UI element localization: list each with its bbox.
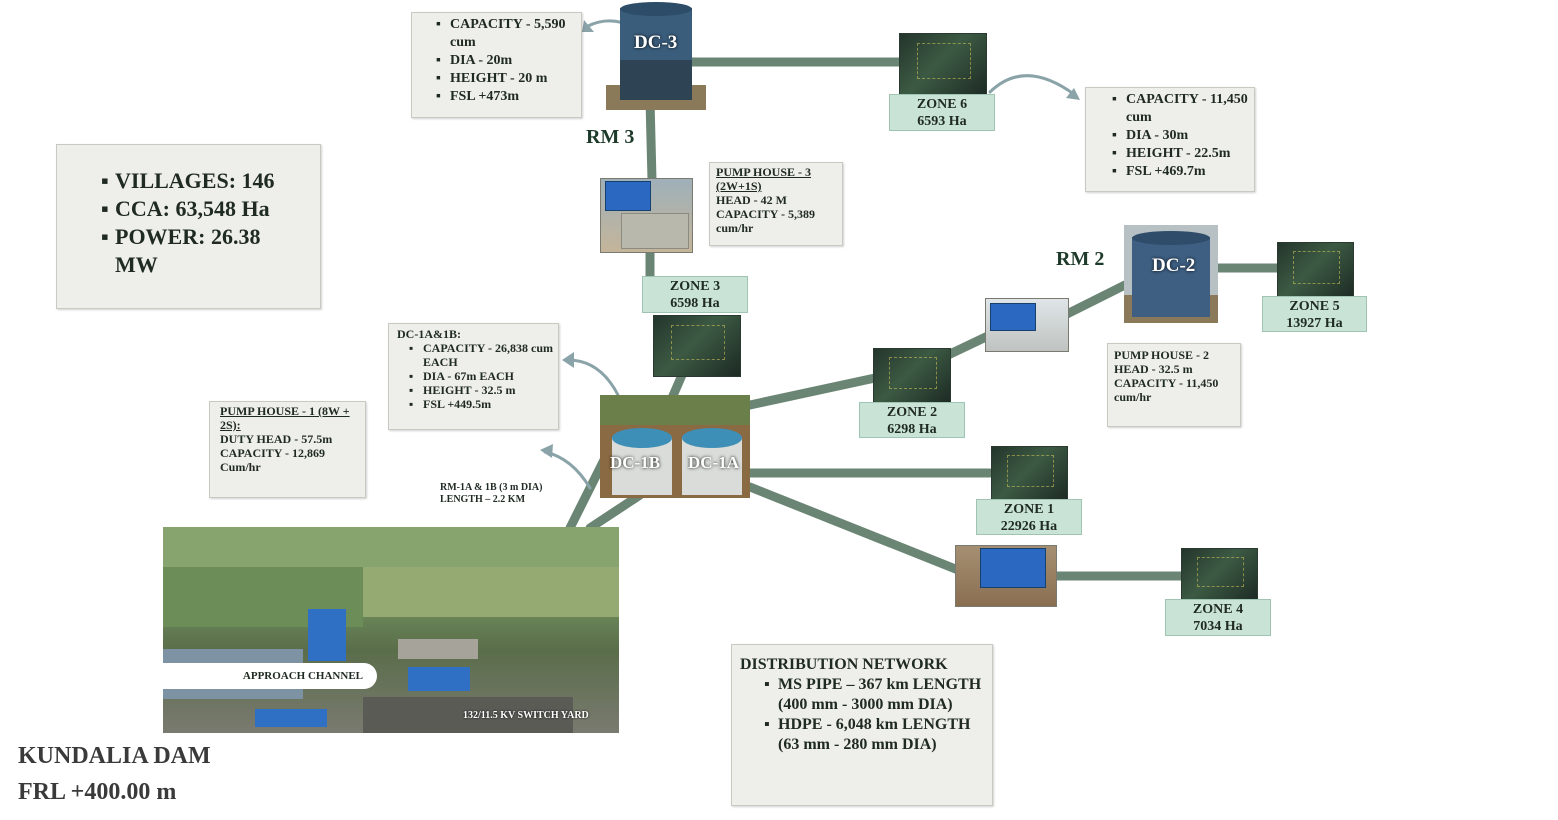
pump-house-2-box: PUMP HOUSE - 2 HEAD - 32.5 m CAPACITY - … — [1107, 343, 1241, 427]
dc1-spec: FSL +449.5m — [409, 397, 554, 411]
zone2-map — [873, 348, 951, 404]
zone4-map — [1181, 548, 1258, 602]
pump-house-1-box: PUMP HOUSE - 1 (8W + 2S): DUTY HEAD - 57… — [209, 401, 366, 498]
rm1-label: RM-1A & 1B (3 m DIA) LENGTH – 2.2 KM — [440, 482, 543, 506]
dam-title: KUNDALIA DAM FRL +400.00 m — [18, 738, 211, 810]
zone6-spec: CAPACITY - 11,450 cum — [1112, 91, 1250, 127]
pump-house-2-photo — [985, 298, 1069, 352]
pump-house-3-title: PUMP HOUSE - 3 (2W+1S) — [716, 165, 811, 193]
summary-villages: VILLAGES: 146 — [101, 167, 304, 195]
zone4-label: ZONE 4 7034 Ha — [1165, 599, 1271, 636]
approach-channel-label: APPROACH CHANNEL — [163, 663, 377, 689]
dc1a-label: DC-1A — [688, 453, 739, 472]
dc1-spec: CAPACITY - 26,838 cum EACH — [409, 341, 554, 369]
zone5-name: ZONE 5 — [1289, 299, 1340, 314]
zone5-map — [1277, 242, 1354, 299]
zone3-map — [653, 315, 741, 377]
zone6-specs-box: CAPACITY - 11,450 cum DIA - 30m HEIGHT -… — [1085, 87, 1255, 192]
arrow-zone6-specs — [988, 74, 1077, 97]
dam-aerial-photo: APPROACH CHANNEL 132/11.5 KV SWITCH YARD — [163, 527, 619, 733]
zone6-label: ZONE 6 6593 Ha — [889, 94, 995, 131]
pipe-rm1b — [585, 490, 645, 533]
arrowhead-dc3 — [582, 20, 594, 32]
dc2-tank-photo: DC-2 — [1124, 225, 1218, 323]
pipe-rm1a — [565, 453, 610, 533]
rm2-label: RM 2 — [1056, 248, 1105, 270]
pipe-rm3 — [645, 95, 657, 185]
zone6-spec: DIA - 30m — [1112, 127, 1250, 145]
dc1-specs-box: DC-1A&1B: CAPACITY - 26,838 cum EACH DIA… — [388, 323, 559, 430]
pump-house-3-box: PUMP HOUSE - 3 (2W+1S) HEAD - 42 M CAPAC… — [709, 162, 843, 246]
dc3-label: DC-3 — [634, 32, 678, 53]
zone6-map — [899, 33, 987, 97]
zone6-name: ZONE 6 — [916, 97, 968, 112]
dc1b-label: DC-1B — [610, 453, 661, 472]
arrowhead-ph1 — [540, 444, 553, 458]
zone3-name: ZONE 3 — [669, 279, 721, 294]
dc3-spec: HEIGHT - 20 m — [436, 70, 577, 88]
pump-house-1-title: PUMP HOUSE - 1 (8W + 2S): — [220, 404, 350, 432]
zone4-name: ZONE 4 — [1192, 602, 1244, 617]
dc2-label: DC-2 — [1152, 255, 1196, 276]
dc1-tanks-photo: DC-1B DC-1A — [600, 395, 750, 498]
dc3-spec: CAPACITY - 5,590 cum — [436, 16, 577, 52]
pump-house-3-line: HEAD - 42 M — [716, 193, 787, 207]
pump-house-3-photo — [600, 178, 693, 253]
summary-power: POWER: 26.38 MW — [101, 223, 304, 279]
arrow-dc1-specs — [566, 358, 620, 397]
summary-cca: CCA: 63,548 Ha — [101, 195, 304, 223]
pump-house-3-line: CAPACITY - 5,389 cum/hr — [716, 207, 815, 235]
zone6-area: 6593 Ha — [917, 114, 967, 129]
zone6-spec: HEIGHT - 22.5m — [1112, 145, 1250, 163]
zone1-label: ZONE 1 22926 Ha — [976, 499, 1082, 535]
arrowhead-zone6 — [1066, 88, 1080, 100]
switch-yard-label: 132/11.5 KV SWITCH YARD — [463, 710, 589, 721]
zone2-area: 6298 Ha — [887, 422, 937, 437]
distribution-box: DISTRIBUTION NETWORK MS PIPE – 367 km LE… — [731, 644, 993, 806]
pump-house-1-line: CAPACITY - 12,869 Cum/hr — [220, 446, 325, 474]
zone5-label: ZONE 5 13927 Ha — [1262, 296, 1367, 332]
zone1-area: 22926 Ha — [1000, 519, 1058, 534]
pump-house-2-line: HEAD - 32.5 m — [1114, 362, 1193, 376]
rm1-line2: LENGTH – 2.2 KM — [440, 494, 526, 505]
dc3-spec: DIA - 20m — [436, 52, 577, 70]
dc1-spec: DIA - 67m EACH — [409, 369, 554, 383]
pump-house-4-photo — [955, 545, 1057, 607]
arrowhead-dc1 — [562, 352, 574, 368]
dc3-tank-photo: DC-3 — [606, 0, 706, 110]
pipe-dc1-zone2 — [745, 373, 880, 410]
pipe-ph2-dc2 — [1060, 280, 1130, 320]
distribution-title: DISTRIBUTION NETWORK — [740, 656, 948, 673]
dc1-specs-title: DC-1A&1B: — [397, 327, 461, 341]
distribution-hdpe: HDPE - 6,048 km LENGTH (63 mm - 280 mm D… — [764, 715, 986, 755]
zone2-name: ZONE 2 — [886, 405, 938, 420]
zone2-label: ZONE 2 6298 Ha — [859, 402, 965, 438]
pipe-zone3-dc1 — [667, 370, 687, 403]
dc3-specs-box: CAPACITY - 5,590 cum DIA - 20m HEIGHT - … — [411, 12, 582, 118]
dam-frl: FRL +400.00 m — [18, 779, 177, 805]
pipe-dc1-ph4 — [745, 482, 963, 575]
distribution-ms-pipe: MS PIPE – 367 km LENGTH (400 mm - 3000 m… — [764, 675, 986, 715]
pump-house-2-line: CAPACITY - 11,450 cum/hr — [1114, 376, 1219, 404]
rm3-label: RM 3 — [586, 126, 635, 148]
dam-name: KUNDALIA DAM — [18, 743, 211, 769]
pump-house-1-line: DUTY HEAD - 57.5m — [220, 432, 333, 446]
summary-box: VILLAGES: 146 CCA: 63,548 Ha POWER: 26.3… — [56, 144, 321, 309]
zone3-area: 6598 Ha — [670, 296, 720, 311]
dc1-spec: HEIGHT - 32.5 m — [409, 383, 554, 397]
zone5-area: 13927 Ha — [1286, 316, 1343, 331]
dc3-spec: FSL +473m — [436, 88, 577, 106]
rm1-line1: RM-1A & 1B (3 m DIA) — [440, 482, 543, 493]
zone6-spec: FSL +469.7m — [1112, 163, 1250, 181]
zone1-map — [991, 446, 1068, 502]
pump-house-2-line: PUMP HOUSE - 2 — [1114, 348, 1209, 362]
zone4-area: 7034 Ha — [1193, 619, 1243, 634]
zone3-label: ZONE 3 6598 Ha — [642, 276, 748, 313]
pipe-zone2-ph2 — [943, 330, 995, 360]
zone1-name: ZONE 1 — [1003, 502, 1055, 517]
